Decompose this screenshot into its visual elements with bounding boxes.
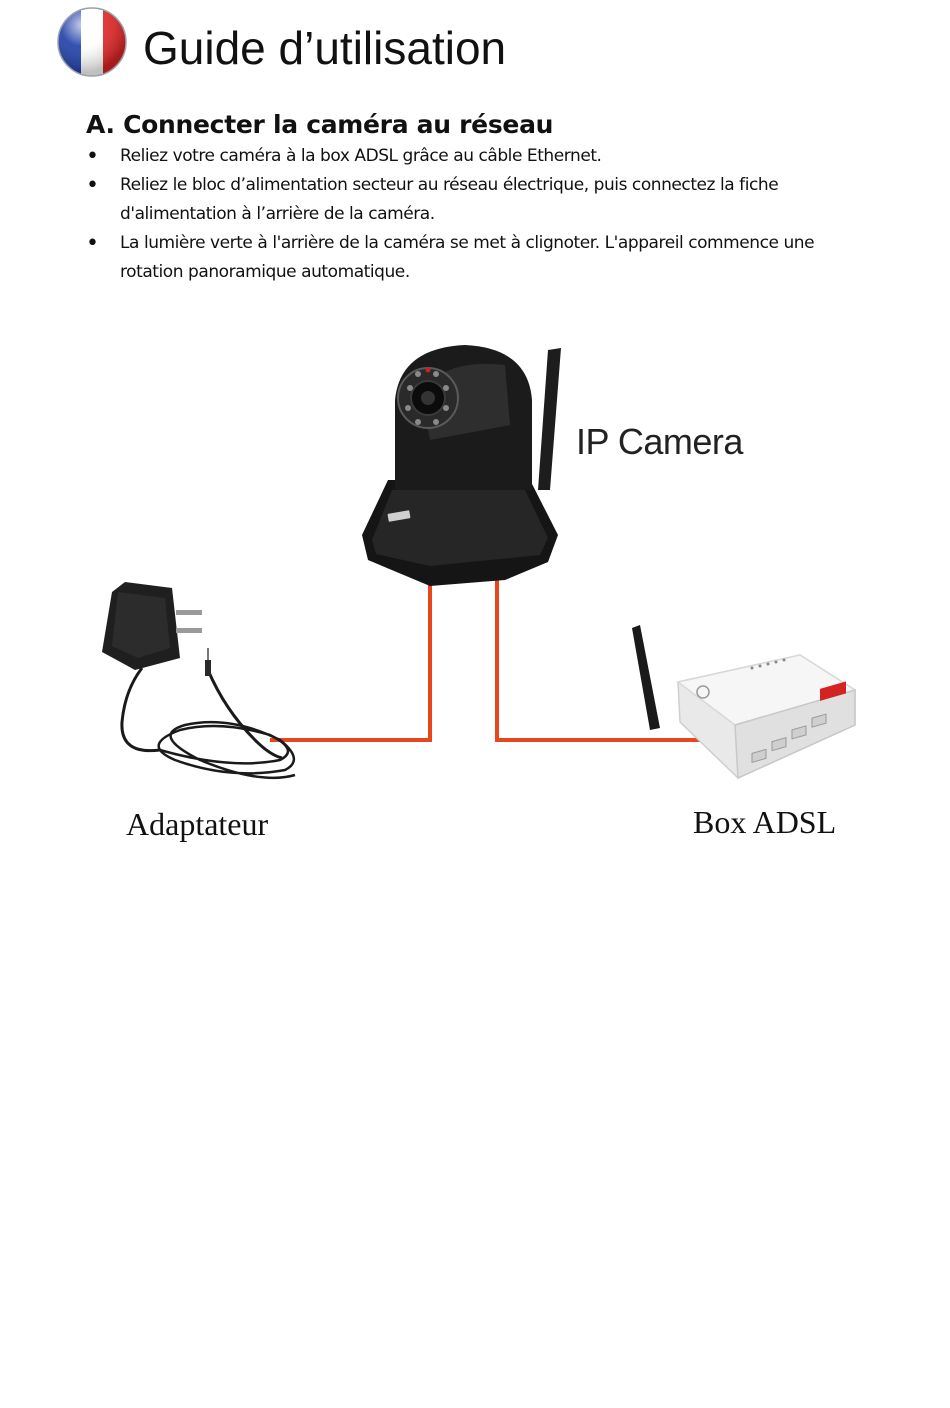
ip-camera-icon [362,345,561,586]
section-heading: A. Connecter la caméra au réseau [86,110,554,139]
list-item: La lumière verte à l'arrière de la camér… [86,229,876,287]
page-title: Guide d’utilisation [143,22,507,74]
adsl-router-icon [632,625,857,780]
page-header: Guide d’utilisation [55,6,755,80]
list-item: Reliez le bloc d’alimentation secteur au… [86,171,876,229]
france-flag-icon [57,7,127,77]
diagram-drawing [102,345,857,780]
router-label: Box ADSL [693,804,837,840]
camera-label: IP Camera [576,421,743,462]
list-item: Reliez votre caméra à la box ADSL grâce … [86,142,876,171]
connection-diagram: IP Camera Adaptateur Box ADSL [0,330,950,850]
adapter-label: Adaptateur [126,806,269,842]
connection-lines [270,568,700,742]
instruction-list: Reliez votre caméra à la box ADSL grâce … [86,142,876,287]
power-adapter-icon [102,582,296,780]
